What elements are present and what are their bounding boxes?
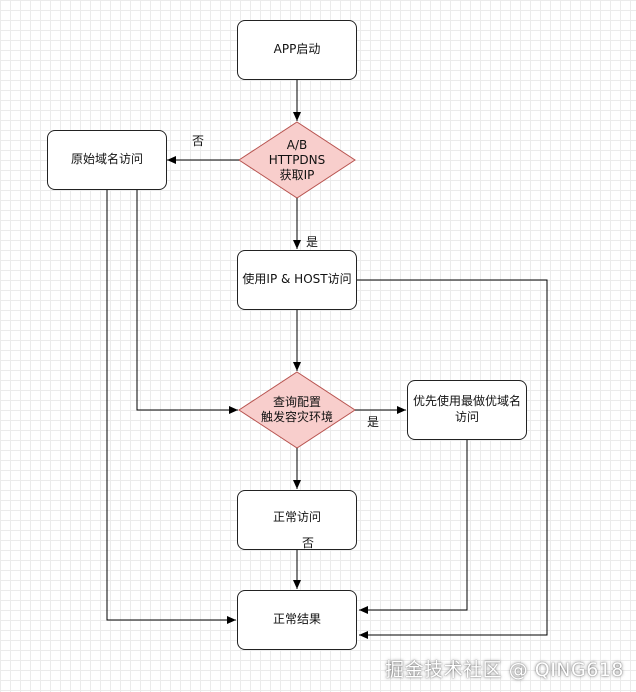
node-original-domain: 原始域名访问 bbox=[47, 130, 167, 190]
edge-original-to-result bbox=[106, 190, 236, 624]
node-normal-access: 正常访问 bbox=[237, 490, 357, 550]
edge-label-no-2: 否 bbox=[302, 536, 315, 550]
node-normal-result: 正常结果 bbox=[237, 590, 357, 650]
node-app-start: APP启动 bbox=[237, 20, 357, 80]
node-normal-result-label: 正常结果 bbox=[272, 612, 321, 627]
edge-label-yes-1: 是 bbox=[306, 235, 319, 249]
node-normal-access-label: 正常访问 bbox=[272, 510, 321, 525]
edge-iphost-to-result bbox=[357, 279, 548, 639]
node-best-domain: 优先使用最做优域名 访问 bbox=[407, 380, 527, 440]
watermark: 掘金技术社区 @ QING618 bbox=[385, 659, 624, 681]
node-app-start-label: APP启动 bbox=[273, 42, 321, 57]
node-ab-decision-label: A/B HTTPDNS 获取IP bbox=[268, 137, 326, 182]
node-ip-host: 使用IP & HOST访问 bbox=[237, 250, 357, 310]
edge-label-no-1: 否 bbox=[192, 134, 205, 148]
edge-original-to-config bbox=[136, 190, 238, 414]
node-original-domain-label: 原始域名访问 bbox=[70, 152, 143, 167]
node-best-domain-label: 优先使用最做优域名 访问 bbox=[412, 394, 521, 424]
node-config-decision: 查询配置 触发容灾环境 bbox=[245, 388, 349, 432]
node-ip-host-label: 使用IP & HOST访问 bbox=[242, 272, 352, 287]
edge-best-to-result bbox=[359, 440, 468, 614]
node-config-decision-label: 查询配置 触发容灾环境 bbox=[260, 395, 333, 424]
node-ab-decision: A/B HTTPDNS 获取IP bbox=[249, 134, 345, 186]
edge-label-yes-2: 是 bbox=[367, 415, 380, 429]
